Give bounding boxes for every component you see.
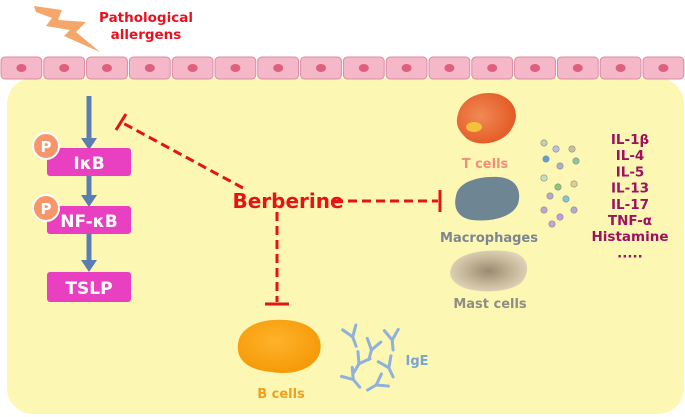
allergen-lightning-icon [34,6,100,52]
cytokine-label: TNF-α [608,213,652,229]
epithelial-cell [514,56,556,80]
allergen-label-line1: Pathological [99,10,193,26]
epithelial-cell [171,56,214,80]
cytokine-dot [554,183,562,191]
ige-antibody-icon [339,365,362,389]
cytokine-label: IL-1β [611,132,650,148]
cytokine-dot [570,180,578,188]
ikb-label: IκB [73,154,104,174]
epithelial-cell [300,56,342,80]
tslp-label: TSLP [65,279,112,299]
cytokine-particles [540,139,580,228]
epithelial-cell [214,56,257,80]
cytokine-list: IL-1βIL-4IL-5IL-13IL-17TNF-αHistamine...… [592,132,669,261]
tslp-box: TSLP [47,272,131,302]
epithelial-cell [43,56,86,80]
epithelial-cell [128,56,171,80]
phospho-badge-ikb: P [32,132,60,160]
cytokine-label: IL-4 [616,148,645,164]
cytokine-label: IL-17 [611,197,649,213]
macrophage-cell [455,176,520,221]
epithelial-cell [428,56,471,80]
ige-antibody-icon [341,323,358,348]
mast-cells-label: Mast cells [453,297,527,312]
epithelial-cell [385,56,428,80]
epithelial-cell [642,56,685,80]
ige-label: IgE [405,354,428,369]
t-cells-label: T cells [462,157,509,172]
ige-antibody-icon [382,327,400,352]
svg-text:P: P [41,200,52,218]
cytokine-label: IL-5 [616,164,645,180]
ige-antibody-icon [366,372,390,392]
cytokine-label: ..... [617,245,643,261]
cytokine-dot [562,195,570,203]
cytokine-label: Histamine [592,229,669,245]
cytokine-dot [568,145,576,153]
cytokine-dot [540,206,548,214]
cytokine-dot [546,192,554,200]
cytokine-dot [572,157,580,165]
b-cell [237,319,321,374]
pathway-arrows [81,96,97,272]
ige-antibody-icon [352,350,372,374]
ikb-box: IκB [47,148,131,176]
epithelial-cell [86,56,128,80]
epithelial-cell [0,56,43,80]
nfkb-box: NF-κB [47,206,131,234]
ige-antibody-icon [376,354,395,379]
inhibition-lines [114,113,442,306]
cytokine-dot [552,145,560,153]
epithelial-cell [471,56,514,80]
macrophages-label: Macrophages [440,231,538,246]
epithelial-cell [342,56,385,80]
mast-cell [450,250,528,292]
epithelial-cell [556,56,599,80]
tissue-panel [7,78,684,414]
cytokine-dot [540,174,548,182]
epithelial-cell [257,56,300,80]
cytokine-dot [540,139,548,147]
nfkb-label: NF-κB [60,212,117,232]
allergen-label-line2: allergens [111,27,182,43]
berberine-label: Berberine [232,189,343,213]
phospho-badge-nfkb: P [32,194,60,222]
ige-antibody-icons [339,323,400,392]
cytokine-dot [542,155,550,163]
svg-text:P: P [41,138,52,156]
epithelial-cell [599,56,642,80]
cytokine-dot [570,206,578,214]
cytokine-dot [556,213,564,221]
cytokine-dot [556,162,564,170]
inhibition-to-ikb [120,120,244,190]
cytokine-label: IL-13 [611,181,649,197]
cytokine-dot [548,220,556,228]
b-cells-label: B cells [257,387,305,402]
t-cell [456,92,516,144]
epithelial-layer [0,56,685,80]
